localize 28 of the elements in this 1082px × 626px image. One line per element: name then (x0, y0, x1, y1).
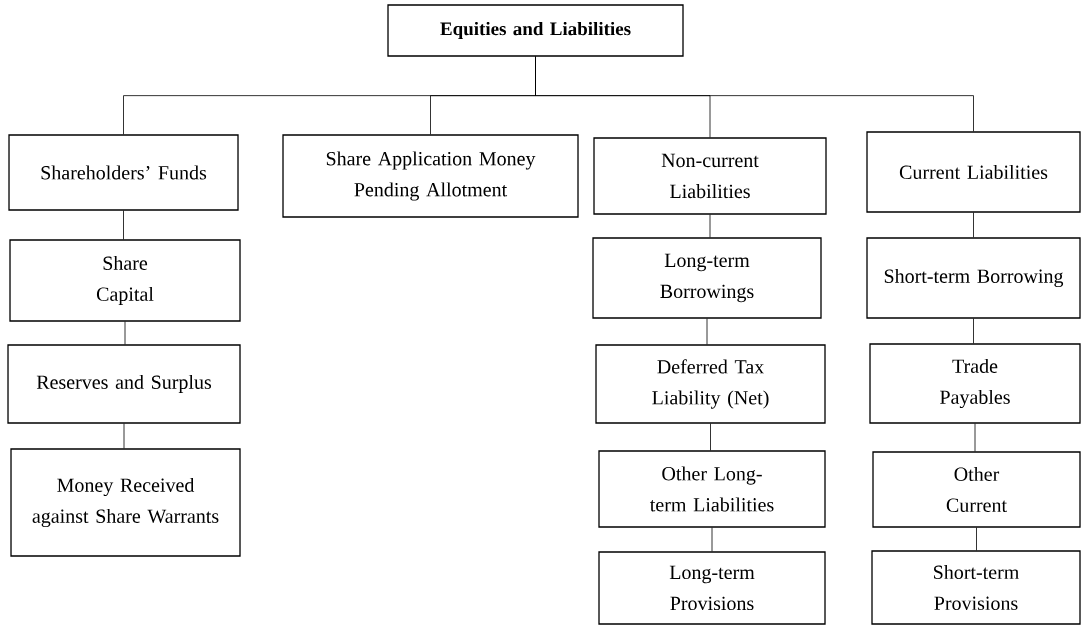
category-box: Share Capital (9, 239, 241, 322)
connector-line (123, 210, 124, 240)
connector-line (976, 527, 977, 551)
category-box: Other Long-term Liabilities (598, 450, 826, 528)
title-box: Equities and Liabilities (387, 4, 684, 57)
category-box: Long-term Provisions (598, 551, 826, 625)
connector-line (974, 423, 976, 452)
category-box: Long-term Borrowings (592, 237, 822, 319)
category-box: Money Received against Share Warrants (10, 448, 241, 557)
category-box: Share Application Money Pending Allotment (282, 134, 579, 218)
connector-line (973, 318, 974, 344)
category-box: Short-term Borrowing (866, 237, 1081, 319)
category-box: Short-term Provisions (871, 550, 1081, 625)
category-box: Deferred Tax Liability (Net) (595, 344, 826, 424)
category-box: Shareholders’ Funds (8, 134, 239, 211)
category-box: Trade Payables (869, 343, 1081, 424)
category-box: Current Liabilities (866, 131, 1081, 213)
connector-line (535, 56, 974, 132)
connector-line (124, 321, 126, 345)
category-box: Other Current (872, 451, 1081, 528)
connector-line (709, 214, 711, 238)
category-box: Reserves and Surplus (7, 344, 241, 424)
connector-line (710, 423, 711, 451)
connector-line (711, 527, 713, 552)
connector-line (706, 318, 708, 345)
category-box: Non-current Liabilities (593, 137, 827, 215)
connector-line (973, 212, 974, 238)
connector-line (123, 423, 125, 449)
